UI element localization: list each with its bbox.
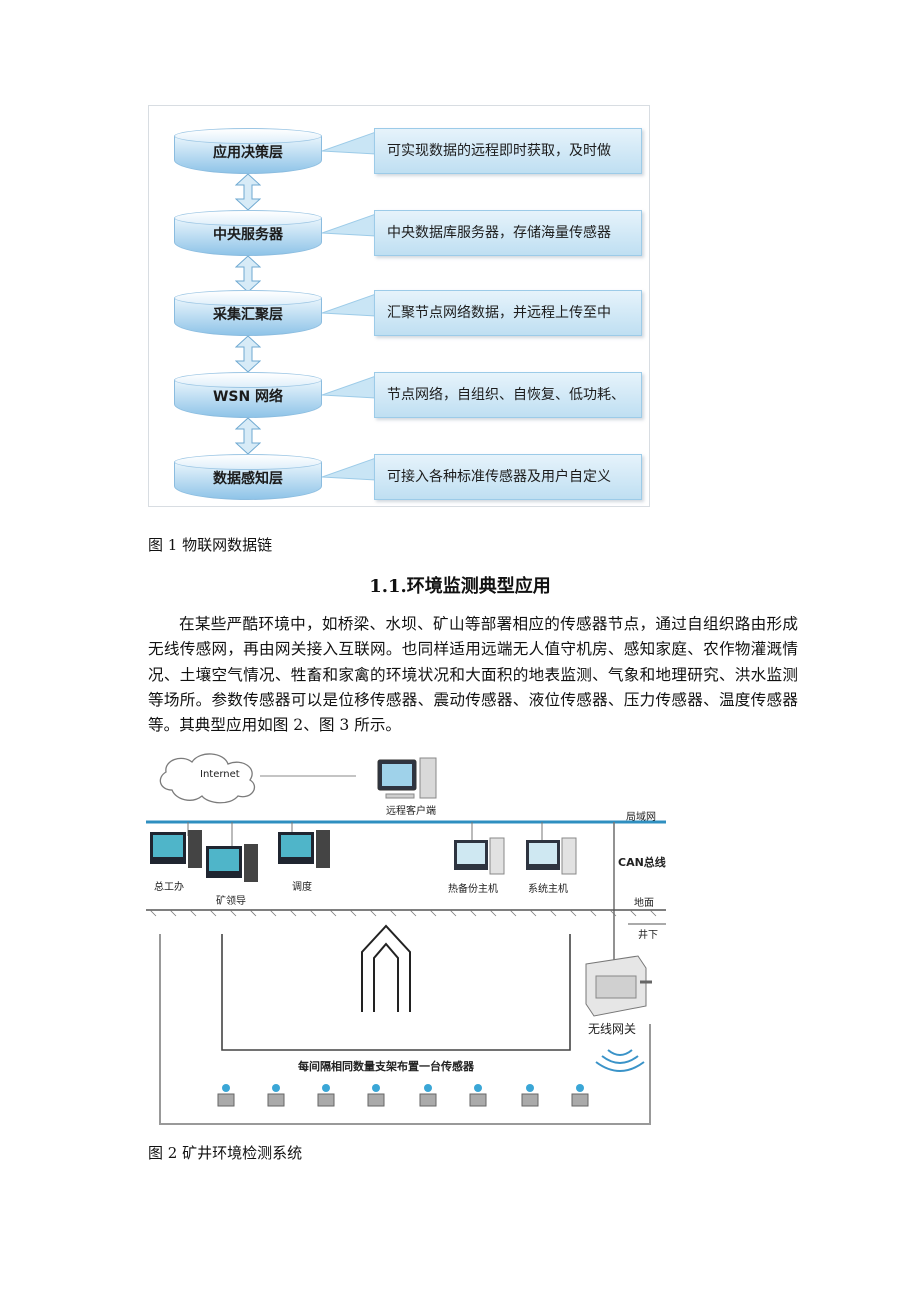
sensor-node-icon (367, 1084, 385, 1107)
computer-label: 调度 (292, 882, 312, 893)
layer-label: 采集汇聚层 (213, 307, 283, 323)
sensor-node-icon (217, 1084, 235, 1107)
underground-label: 井下 (638, 930, 658, 941)
computer-icon (206, 844, 258, 882)
callout-pointer (322, 213, 376, 237)
sensor-node-icon (571, 1084, 589, 1107)
layer-label: 中央服务器 (213, 227, 283, 243)
double-arrow-icon (235, 256, 261, 292)
double-arrow-icon (235, 174, 261, 210)
layer-label: WSN 网络 (212, 389, 284, 405)
section-paragraph: 在某些严酷环境中，如桥梁、水坝、矿山等部署相应的传感器节点，通过自组织路由形成无… (148, 615, 798, 735)
wireless-gateway-icon (585, 955, 652, 1017)
ground-label: 地面 (634, 898, 654, 909)
figure2-caption: 图 2 矿井环境检测系统 (148, 1144, 303, 1162)
double-arrow-icon (235, 418, 261, 454)
layer-label: 数据感知层 (213, 471, 283, 487)
mine-monitoring-diagram: Internet 远程客户端 局域网 CAN总线 总工办 矿领导 调度 热备份主… (142, 750, 670, 1128)
layer-data-perception: 数据感知层 (174, 454, 322, 500)
layer-collection-aggregation: 采集汇聚层 (174, 290, 322, 336)
computer-icon (454, 837, 505, 875)
internet-label: Internet (200, 769, 240, 780)
computer-label: 矿领导 (216, 896, 246, 907)
sensor-node-icon (267, 1084, 285, 1107)
layer-description: 可实现数据的远程即时获取，及时做 (374, 128, 642, 174)
layer-central-server: 中央服务器 (174, 210, 322, 256)
remote-client-label: 远程客户端 (386, 806, 436, 817)
layer-description: 可接入各种标准传感器及用户自定义 (374, 454, 642, 500)
computer-icon (526, 837, 577, 875)
gateway-label: 无线网关 (588, 1022, 637, 1036)
can-bus-label: CAN总线 (618, 856, 666, 869)
layer-label: 应用决策层 (213, 145, 283, 161)
sensor-node-icon (521, 1084, 539, 1107)
remote-client-computer-icon (377, 757, 437, 799)
sensor-node-icon (317, 1084, 335, 1107)
computer-label: 总工办 (154, 882, 184, 893)
wireless-signal-icon (595, 1049, 645, 1072)
computer-label: 热备份主机 (448, 884, 498, 895)
callout-pointer (322, 293, 376, 317)
sensor-node-icon (419, 1084, 437, 1107)
layer-wsn-network: WSN 网络 (174, 372, 322, 418)
callout-pointer (322, 457, 376, 481)
layer-description: 汇聚节点网络数据，并远程上传至中 (374, 290, 642, 336)
computer-icon (278, 830, 330, 868)
callout-pointer (322, 131, 376, 155)
layer-application-decision: 应用决策层 (174, 128, 322, 174)
section-heading: 1.1.环境监测典型应用 (369, 576, 551, 597)
double-arrow-icon (235, 336, 261, 372)
sensor-node-icon (469, 1084, 487, 1107)
computer-icon (150, 830, 202, 868)
computer-label: 系统主机 (528, 884, 568, 895)
lan-label: 局域网 (626, 812, 656, 823)
layer-description: 中央数据库服务器，存储海量传感器 (374, 210, 642, 256)
internet-cloud-icon (159, 753, 255, 804)
iot-data-chain-diagram: 应用决策层 可实现数据的远程即时获取，及时做 中央服务器 中央数据库服务器，存储… (148, 105, 650, 507)
sensor-note: 每间隔相同数量支架布置一台传感器 (298, 1060, 474, 1073)
figure1-caption: 图 1 物联网数据链 (148, 536, 273, 554)
layer-description: 节点网络，自组织、自恢复、低功耗、 (374, 372, 642, 418)
callout-pointer (322, 375, 376, 399)
